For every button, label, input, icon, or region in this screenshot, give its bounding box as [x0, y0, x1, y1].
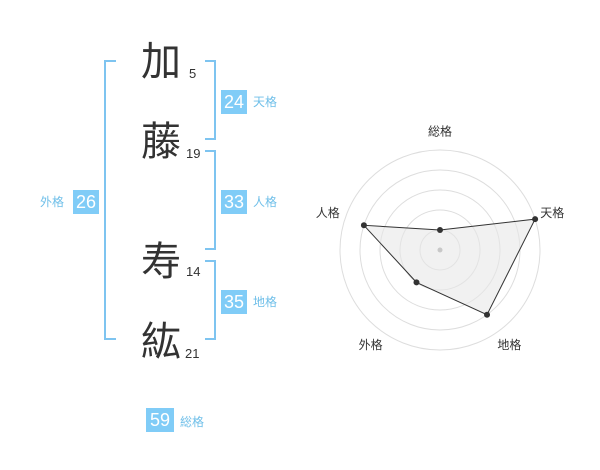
chikaku-value: 35	[221, 290, 247, 314]
name-char-2: 藤	[141, 119, 181, 165]
radar-ring-5	[339, 149, 541, 351]
radar-axis-label-5: 人格	[316, 205, 340, 220]
soukaku-label: 総格	[180, 415, 205, 429]
radar-point-1	[437, 227, 443, 233]
jinkaku-value: 33	[221, 190, 247, 214]
radar-point-5	[360, 222, 367, 229]
stroke-count-3: 14	[186, 264, 201, 279]
radar-axis-label-4: 外格	[359, 337, 383, 352]
gaikaku-value: 26	[73, 190, 99, 214]
tenkaku-value: 24	[221, 90, 247, 114]
radar-center-point	[437, 247, 443, 253]
radar-area	[362, 218, 536, 316]
stroke-count-1: 5	[189, 66, 197, 81]
radar-axis-label-1: 総格	[428, 124, 452, 139]
gaikaku-label: 外格	[40, 195, 65, 209]
name-char-4: 紘	[141, 319, 181, 365]
name-char-1: 加	[141, 39, 181, 85]
tenkaku-label: 天格	[253, 95, 278, 109]
radar-axis-label-3: 地格	[497, 337, 521, 352]
radar-point-2	[532, 216, 539, 223]
radar-point-3	[484, 311, 491, 318]
soukaku-value: 59	[146, 408, 174, 432]
jinkaku-label: 人格	[253, 195, 278, 209]
stroke-count-2: 19	[186, 146, 201, 161]
radar-axis-label-2: 天格	[540, 205, 564, 220]
radar-point-4	[413, 279, 420, 286]
chikaku-label: 地格	[253, 295, 278, 309]
stroke-count-4: 21	[185, 346, 200, 361]
name-char-3: 寿	[141, 239, 181, 285]
